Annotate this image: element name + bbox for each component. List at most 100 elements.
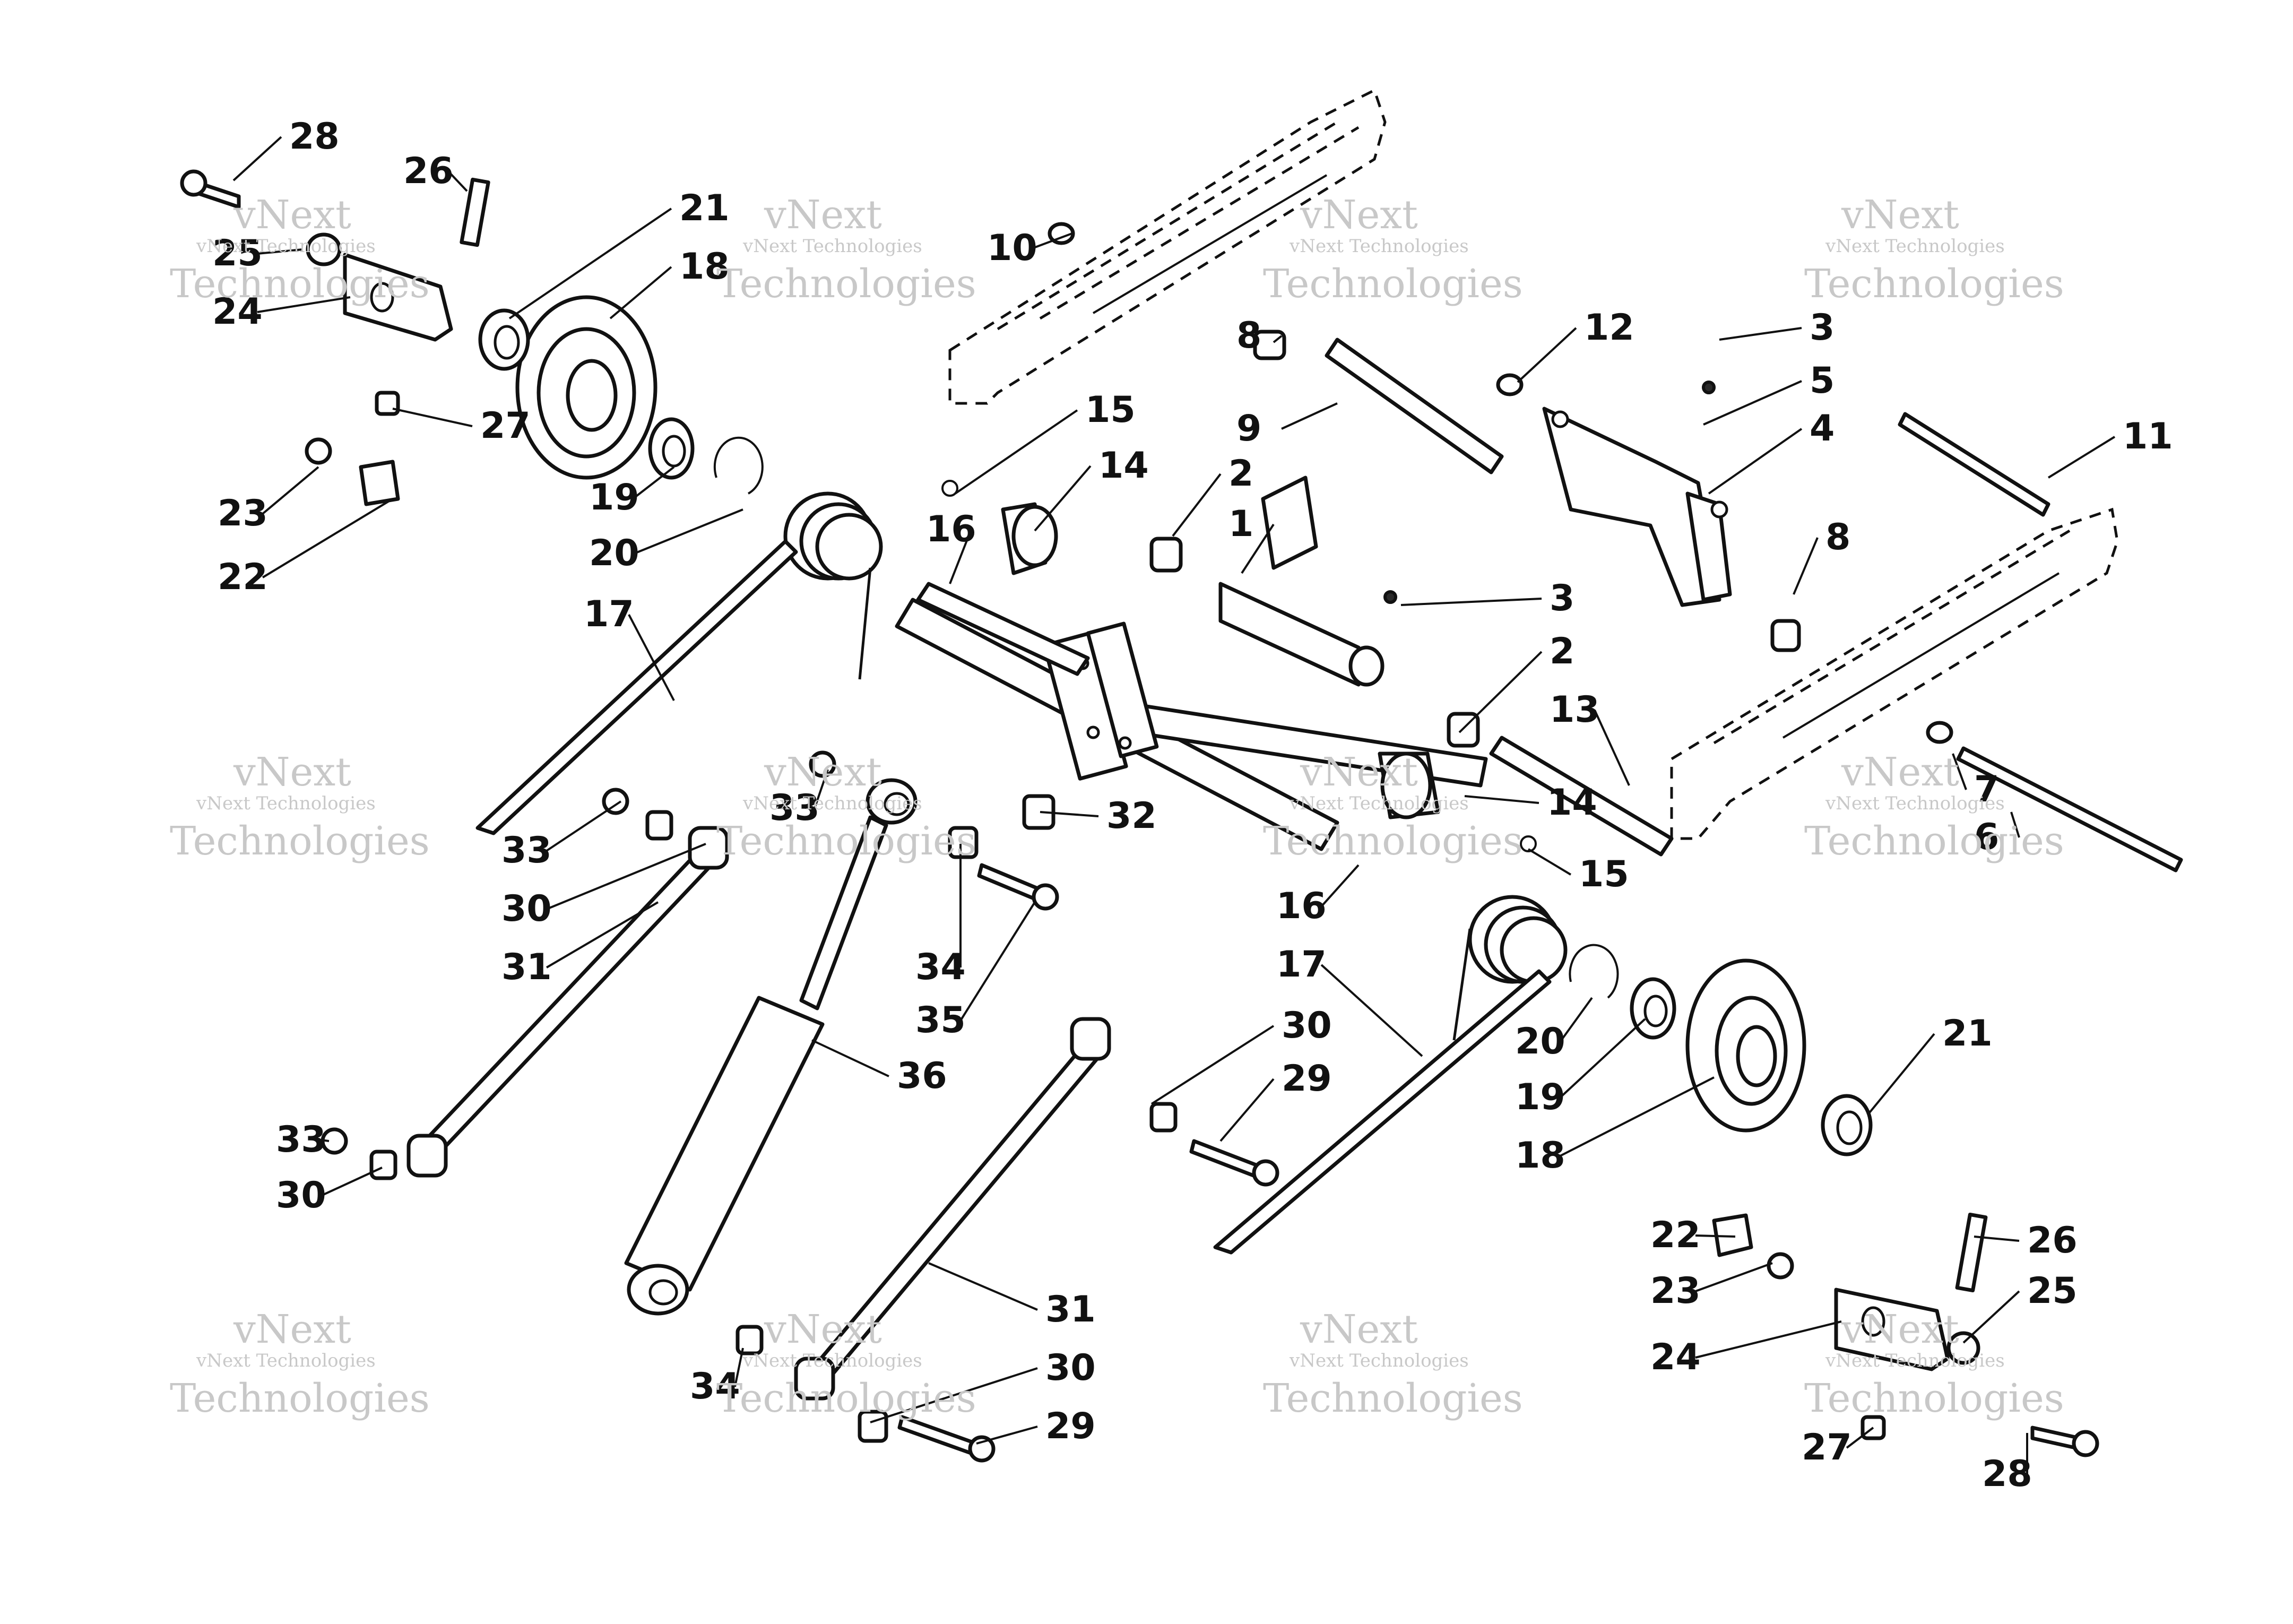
leader-line	[1320, 864, 1360, 908]
callout-label-4: 4	[1810, 408, 1835, 450]
watermark-text: vNext	[1841, 749, 1959, 795]
leader-line	[1281, 402, 1338, 430]
callout-label-10: 10	[987, 227, 1037, 269]
idler-wheel-left	[515, 295, 657, 480]
leader-line	[1517, 327, 1577, 383]
slide-rail-upper	[948, 88, 1387, 405]
callout-label-26: 26	[403, 150, 454, 192]
callout-label-34: 34	[690, 1366, 740, 1407]
watermark-text: vNext	[1300, 749, 1418, 795]
leader-line	[1559, 997, 1593, 1043]
watermark-text: Technologies	[1263, 261, 1523, 307]
leader-line	[1719, 327, 1802, 341]
leader-line	[1793, 537, 1819, 595]
leader-line	[870, 1367, 1038, 1423]
callout-label-34: 34	[915, 946, 966, 988]
cross-shaft	[895, 476, 1488, 851]
leader-line	[1458, 651, 1543, 733]
leader-line	[1708, 428, 1803, 495]
hardware	[321, 750, 1279, 1463]
callout-label-3: 3	[1550, 577, 1574, 619]
callout-label-2: 2	[1550, 630, 1574, 672]
leader-line	[2047, 436, 2116, 479]
leader-line	[1846, 1427, 1874, 1449]
callout-label-30: 30	[1045, 1347, 1096, 1389]
watermark-text: Technologies	[1263, 818, 1523, 864]
callout-label-6: 6	[1974, 816, 1999, 858]
watermark-text: vNext	[1841, 1307, 1959, 1352]
leader-line	[1695, 1262, 1773, 1292]
leader-line	[1040, 811, 1099, 817]
callout-label-25: 25	[2027, 1270, 2078, 1312]
watermark-text: vNext	[233, 749, 351, 795]
leader-line	[262, 466, 319, 515]
leader-line	[1241, 523, 1275, 574]
leader-line	[546, 901, 659, 969]
leader-line	[954, 409, 1078, 495]
callout-label-28: 28	[1982, 1453, 2032, 1495]
watermark-text: vNext Technologies	[742, 1350, 922, 1371]
watermark-text: vNext Technologies	[196, 793, 376, 814]
slide-rail-lower	[1670, 507, 2119, 840]
watermark-text: Technologies	[1804, 261, 2064, 307]
callout-label-14: 14	[1547, 782, 1597, 824]
leader-line	[392, 408, 473, 427]
watermark-text: Technologies	[716, 1376, 976, 1421]
watermark-text: vNext	[233, 192, 351, 238]
mount-bracket	[1542, 407, 1732, 607]
leader-line	[928, 1262, 1038, 1311]
callout-label-20: 20	[589, 532, 639, 574]
leader-line	[1032, 232, 1072, 249]
leader-line	[1695, 1320, 1842, 1359]
callout-label-17: 17	[1276, 944, 1327, 986]
watermark-text: vNext Technologies	[742, 793, 922, 814]
callout-label-2: 2	[1228, 453, 1253, 495]
leader-line	[262, 498, 394, 578]
leader-line	[1034, 465, 1092, 532]
callout-label-27: 27	[1802, 1427, 1852, 1468]
callout-label-15: 15	[1085, 389, 1136, 431]
leader-line	[949, 529, 972, 584]
watermark-text: vNext	[1841, 192, 1959, 238]
callout-label-16: 16	[1276, 885, 1327, 927]
leader-line	[633, 466, 675, 499]
callout-label-30: 30	[1282, 1005, 1332, 1047]
watermark-text: Technologies	[1804, 1376, 2064, 1421]
callout-label-8: 8	[1236, 315, 1261, 357]
watermark-text: Technologies	[716, 818, 976, 864]
watermark-text: vNext Technologies	[1289, 1350, 1469, 1371]
leader-line	[1320, 964, 1423, 1057]
callout-label-1: 1	[1228, 503, 1253, 545]
leader-line	[1172, 473, 1222, 537]
callout-label-14: 14	[1098, 445, 1149, 487]
idler-wheel-right	[1685, 958, 1806, 1133]
callout-label-9: 9	[1236, 408, 1261, 450]
leader-line	[321, 1167, 383, 1197]
leader-line	[2010, 811, 2020, 838]
torsion-spring-right	[1213, 895, 1568, 1255]
watermark-text: vNext Technologies	[1289, 236, 1469, 257]
callout-label-11: 11	[2123, 416, 2173, 457]
watermark-text: Technologies	[170, 1376, 430, 1421]
torsion-spring-left	[475, 491, 883, 835]
watermark-text: vNext Technologies	[196, 1350, 376, 1371]
watermark-text: vNext	[764, 749, 882, 795]
leader-line	[508, 208, 672, 319]
leader-line	[1974, 1236, 2020, 1242]
callout-label-28: 28	[289, 116, 340, 158]
watermark-text: vNext	[233, 1307, 351, 1352]
link-arm-left	[406, 826, 729, 1178]
leader-line	[811, 1039, 889, 1077]
callout-label-7: 7	[1974, 768, 1999, 810]
callout-label-17: 17	[584, 593, 634, 635]
leader-line	[321, 1139, 330, 1142]
leader-line	[1594, 710, 1630, 786]
watermark-text: vNext Technologies	[742, 236, 922, 257]
leader-line	[734, 1347, 744, 1387]
leader-line	[257, 248, 303, 255]
bearings	[478, 308, 1873, 1156]
callout-label-29: 29	[1045, 1405, 1096, 1447]
leader-line	[959, 901, 1036, 1022]
watermark-text: Technologies	[1804, 818, 2064, 864]
